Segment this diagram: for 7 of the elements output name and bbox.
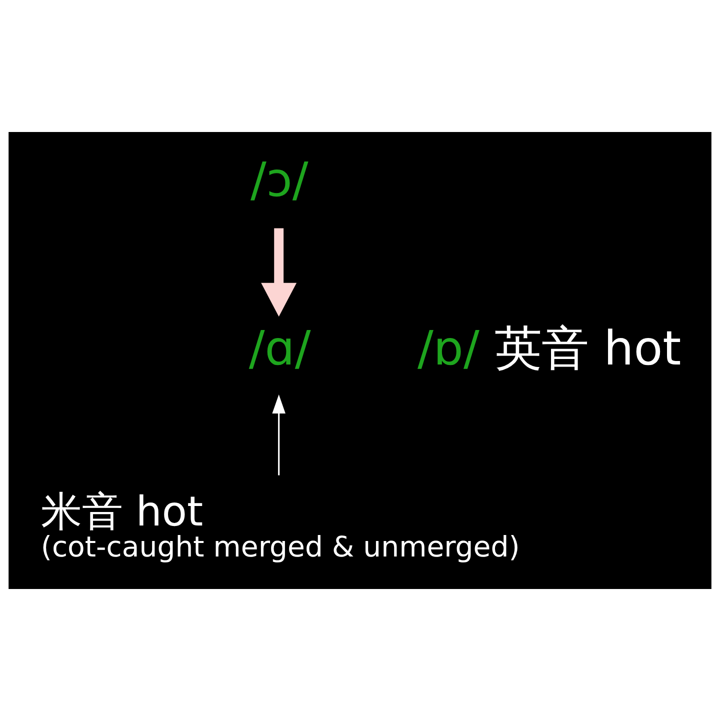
node-text: /ɔ/ xyxy=(250,152,308,208)
node-text: /ɒ/ xyxy=(418,320,480,376)
node-label: 英音 hot xyxy=(494,320,682,376)
arrow xyxy=(261,228,297,316)
node-text: /ɑ/ xyxy=(248,320,311,376)
node-text: 米音 hot (cot-caught merged & unmerged) xyxy=(40,487,520,564)
arrow xyxy=(272,394,286,475)
